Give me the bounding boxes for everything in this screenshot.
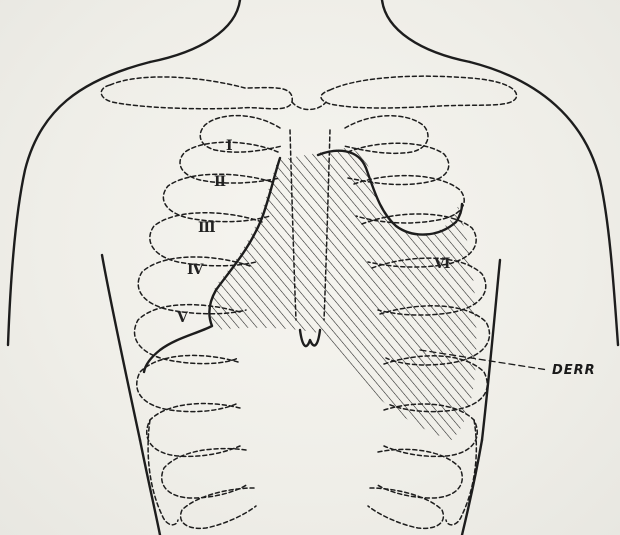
left-rib-7 — [137, 355, 238, 411]
right-rib-9 — [376, 449, 462, 498]
rib-label-2: II — [214, 174, 226, 190]
rib-label-6: VI — [433, 256, 450, 272]
hatched-dullness-area — [211, 148, 477, 440]
neck-left-line — [150, 0, 240, 62]
right-torso-side — [462, 440, 482, 535]
right-arm-inner-line — [482, 260, 500, 440]
left-torso-side — [140, 440, 160, 535]
callout-label: DERR — [552, 363, 596, 378]
right-rib-10 — [368, 488, 443, 528]
right-shoulder-outline — [470, 62, 618, 345]
left-rib-1 — [200, 116, 282, 153]
sternum-notch — [292, 102, 326, 110]
neck-right-line — [382, 0, 470, 62]
left-rib-10 — [181, 488, 256, 528]
right-rib-1 — [344, 116, 428, 154]
left-arm-inner-line — [102, 255, 140, 440]
right-clavicle — [321, 76, 517, 108]
rib-label-1: I — [226, 138, 232, 154]
rib-label-3: III — [198, 220, 215, 236]
rib-label-4: IV — [187, 262, 205, 278]
clavicles — [101, 76, 516, 109]
left-clavicle — [101, 77, 292, 109]
